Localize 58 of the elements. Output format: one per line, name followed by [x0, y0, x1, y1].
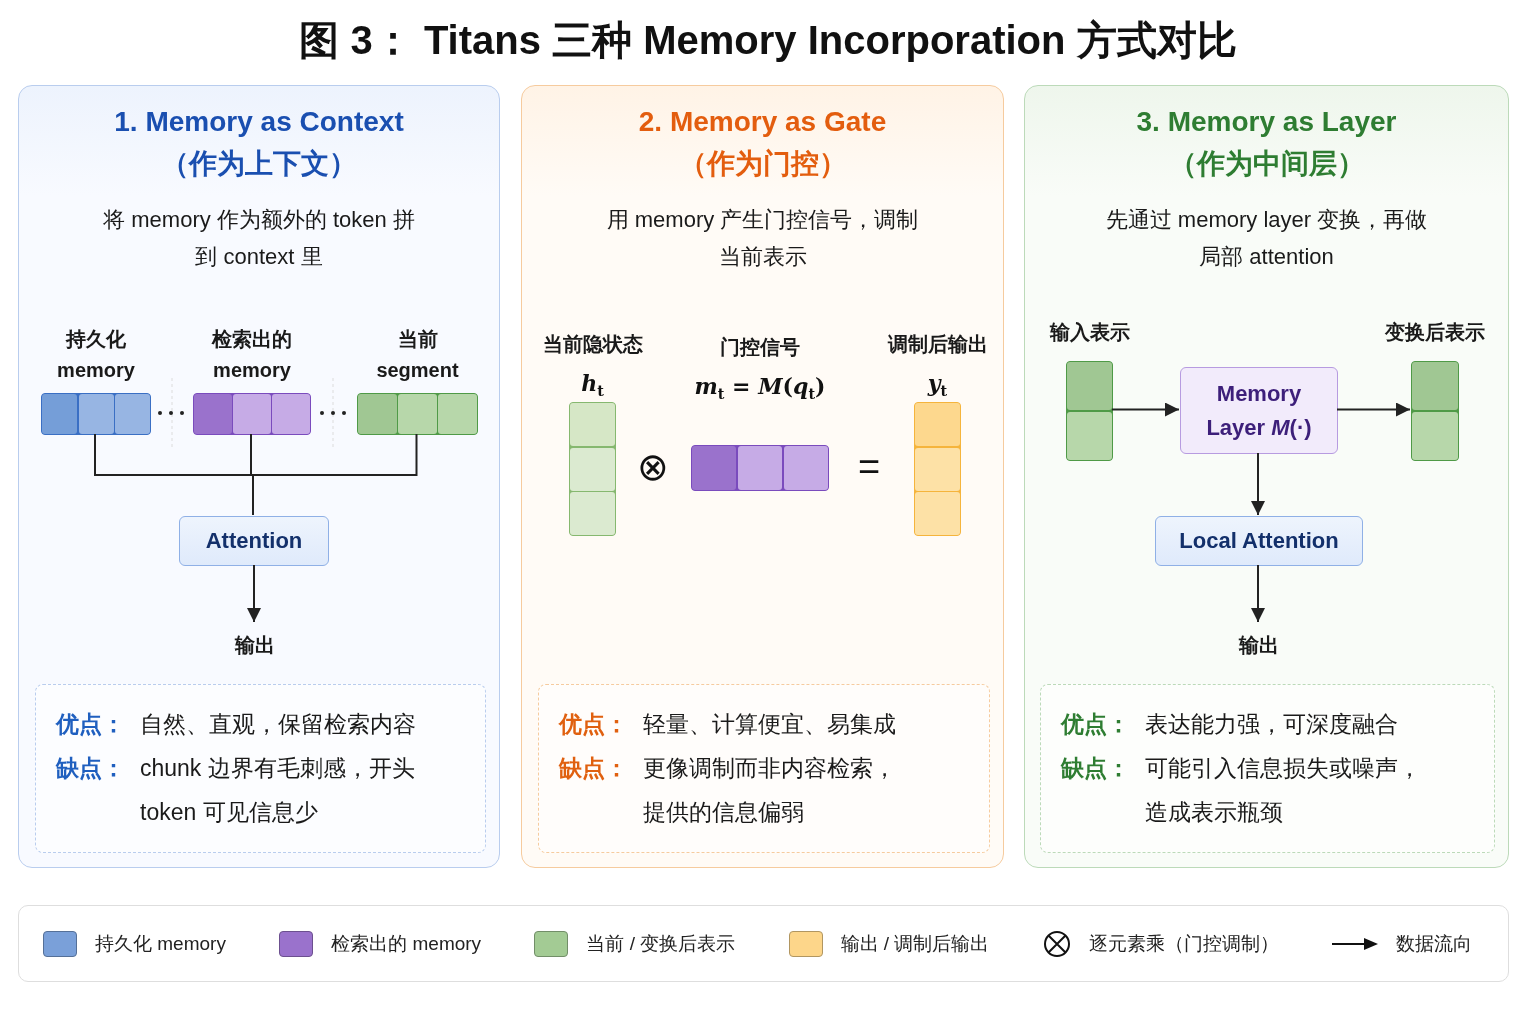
panel-title: 2. Memory as Gate: [638, 105, 887, 139]
arrow: [1251, 564, 1265, 623]
math-formula: m$_{t}$ = M(q$_{t}$): [694, 372, 826, 402]
pros-text: 轻量、计算便宜、易集成: [643, 710, 897, 739]
vector-label: 检索出的 memory: [210, 327, 293, 383]
panel-description: 用 memory 产生门控信号，调制当前表示: [605, 206, 920, 271]
vector-label: 输入表示: [1049, 320, 1130, 345]
output-label: 输出: [1231, 623, 1287, 667]
panel-title: 1. Memory as Context: [114, 105, 404, 139]
legend-label: 逐元素乘（门控调制）: [1088, 931, 1279, 956]
vector-label: 门控信号: [720, 334, 800, 360]
panel-description: 将 memory 作为额外的 token 拼到 context 里: [102, 206, 416, 271]
output-label: 输出: [227, 623, 283, 667]
cons-text: 可能引入信息损失或噪声，造成表示瓶颈: [1145, 754, 1422, 827]
cons-text: chunk 边界有毛刺感，开头 token 可见信息少: [140, 754, 416, 827]
cons-label: 缺点：: [1061, 754, 1131, 783]
arrow: [1251, 452, 1265, 516]
legend-label: 当前 / 变换后表示: [586, 931, 736, 956]
legend-label: 检索出的 memory: [331, 931, 482, 956]
pros-text: 自然、直观，保留检索内容: [140, 710, 417, 739]
memory-layer-box: Memory Layer M(·): [1180, 367, 1338, 454]
panel-background: [18, 85, 500, 868]
vector-label: 当前隐状态: [542, 331, 643, 357]
panel-background: [1024, 85, 1509, 868]
legend-label: 持久化 memory: [95, 931, 226, 956]
attention-box: Local Attention: [1155, 516, 1363, 566]
arrow: [247, 564, 261, 623]
panel-subtitle: （作为中间层）: [1168, 147, 1365, 181]
math-formula: y$_{t}$: [927, 369, 948, 399]
panel-description: 先通过 memory layer 变换，再做局部 attention: [1104, 206, 1429, 271]
arrow: [1111, 402, 1180, 417]
legend-label: 数据流向: [1396, 931, 1472, 956]
arrow: [1336, 402, 1411, 417]
panel-subtitle: （作为上下文）: [161, 147, 357, 181]
pros-label: 优点：: [1061, 710, 1131, 739]
diagram-title: 图 3： Titans 三种 Memory Incorporation 方式对比: [298, 17, 1238, 64]
panel-subtitle: （作为门控）: [678, 147, 847, 181]
legend-label: 输出 / 调制后输出: [840, 931, 990, 956]
pros-label: 优点：: [56, 710, 126, 739]
equals-sign: =: [857, 448, 881, 486]
vector-label: 当前 segment: [375, 327, 460, 383]
connector-line: [252, 433, 418, 516]
vector-label: 持久化 memory: [56, 327, 136, 383]
pros-text: 表达能力强，可深度融合: [1145, 710, 1399, 739]
panel-background: [521, 85, 1004, 868]
pros-cons-card: [538, 684, 990, 853]
cons-label: 缺点：: [559, 754, 629, 783]
cons-label: 缺点：: [56, 754, 126, 783]
pros-cons-card: [1040, 684, 1495, 853]
vector-label: 调制后输出: [887, 331, 988, 357]
attention-box: Attention: [179, 516, 329, 566]
pros-cons-card: [35, 684, 486, 853]
pros-label: 优点：: [559, 710, 629, 739]
multiply-operator: ⊗: [637, 448, 669, 486]
math-formula: h$_{t}$: [581, 369, 604, 399]
vector-label: 变换后表示: [1385, 320, 1485, 345]
cons-text: 更像调制而非内容检索，提供的信息偏弱: [643, 754, 897, 827]
panel-title: 3. Memory as Layer: [1136, 105, 1397, 139]
